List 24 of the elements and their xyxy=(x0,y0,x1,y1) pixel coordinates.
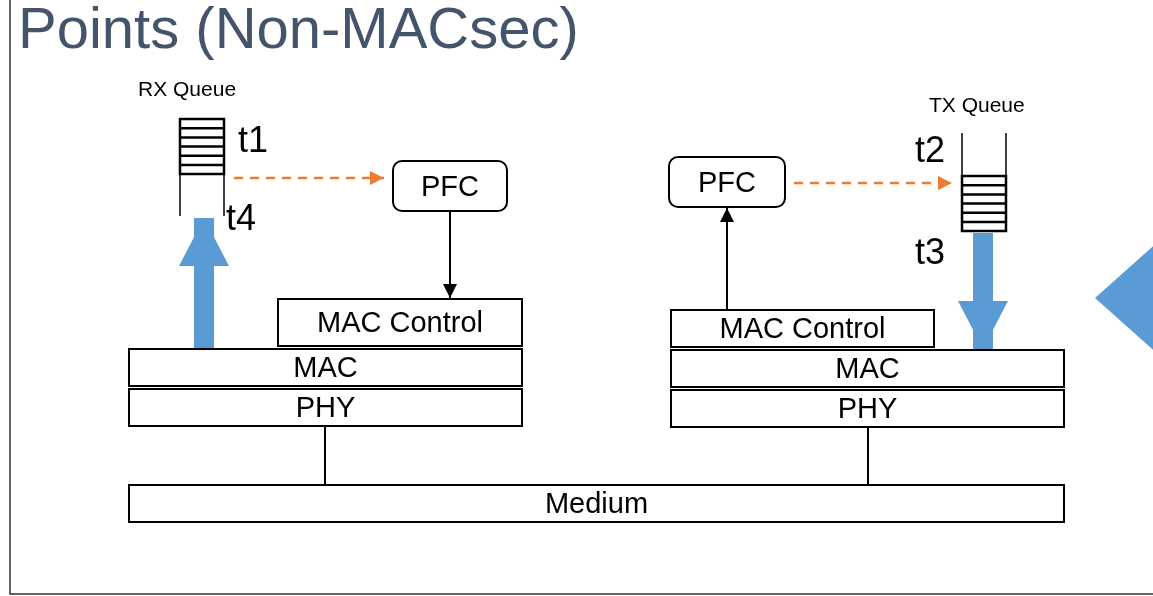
timestamp-label: t1 xyxy=(238,122,269,158)
timestamp-label: t3 xyxy=(915,234,946,270)
medium-box: Medium xyxy=(128,484,1065,523)
signal-arrow xyxy=(234,171,384,185)
layer-box: MAC xyxy=(670,349,1065,388)
slide-title: Points (Non-MACsec) xyxy=(18,0,579,59)
pfc-box: PFC xyxy=(392,160,508,212)
arrow xyxy=(720,207,734,310)
layer-box: MAC Control xyxy=(277,298,523,347)
flow-arrow xyxy=(958,233,1008,349)
signal-arrow xyxy=(794,176,952,190)
layer-box: PHY xyxy=(128,388,523,427)
layer-box: MAC Control xyxy=(670,309,935,348)
queue-label: TX Queue xyxy=(929,94,1025,115)
connector-line xyxy=(324,426,326,485)
timestamp-label: t4 xyxy=(226,200,257,236)
layer-box: MAC xyxy=(128,348,523,387)
connector-line xyxy=(867,427,869,485)
layer-box: PHY xyxy=(670,389,1065,428)
timestamp-label: t2 xyxy=(915,132,946,168)
pfc-box: PFC xyxy=(668,156,786,208)
flow-arrow xyxy=(179,218,229,348)
arrow xyxy=(443,211,457,299)
queue-label: RX Queue xyxy=(138,78,237,99)
